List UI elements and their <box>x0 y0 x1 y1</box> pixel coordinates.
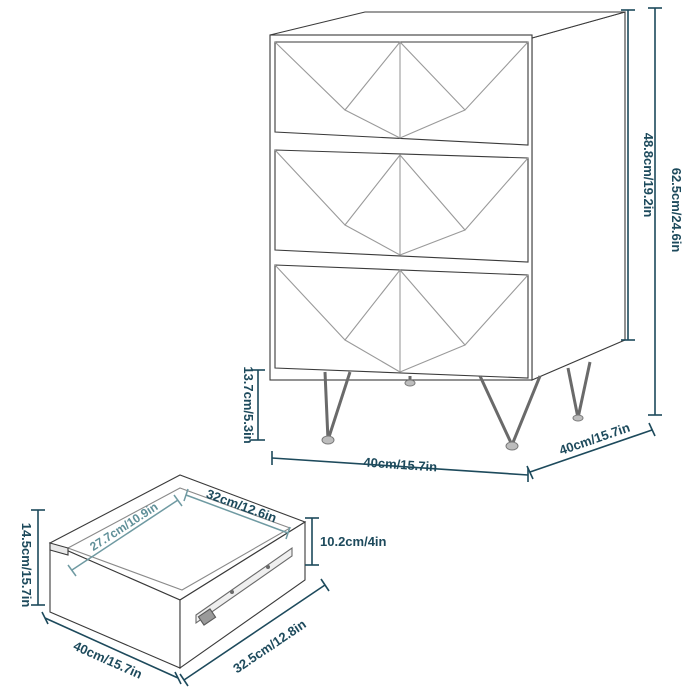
drawer-outer-width-line <box>44 617 179 679</box>
cabinet-width-line <box>271 457 529 476</box>
cabinet <box>269 11 626 451</box>
drawer-front-3 <box>274 264 529 379</box>
drawer-left-panel <box>49 542 69 556</box>
leg-foot-3 <box>572 414 584 422</box>
drawer-slide-rail <box>195 546 293 626</box>
drawer-front-2 <box>274 149 529 263</box>
drawer-side-face <box>179 521 306 670</box>
drawer-outer-depth-label: 32.5cm/12.8in <box>230 616 309 676</box>
cabinet-side-panel <box>531 11 626 381</box>
leg-front-left <box>323 371 352 441</box>
cabinet-depth-line <box>529 429 653 473</box>
leg-back-right <box>566 361 592 419</box>
leg-front-right <box>478 375 542 449</box>
body-height-label: 48.8cm/19.2in <box>641 133 656 218</box>
drawer-inner-dimension-lines <box>67 488 291 577</box>
cabinet-dimension-lines <box>251 7 662 482</box>
leg-foot-1 <box>321 435 335 445</box>
drawer-outer-depth-line <box>183 584 326 681</box>
drawer-dimension-lines <box>31 509 330 687</box>
drawer-inner-height-label: 10.2cm/4in <box>320 534 387 549</box>
cabinet-width-label: 40cm/15.7in <box>363 455 438 475</box>
leg-foot-4 <box>404 379 416 387</box>
drawer-outer-height-label: 14.5cm/15.7in <box>19 523 34 608</box>
cabinet-depth-label: 40cm/15.7in <box>557 420 632 458</box>
leg-foot-2 <box>505 441 519 451</box>
leg-height-label: 13.7cm/5.3in <box>241 366 256 443</box>
drawer-inner-depth-line <box>71 499 179 571</box>
drawer-front-1 <box>274 41 529 146</box>
total-height-label: 62.5cm/24.6in <box>669 168 684 253</box>
drawer-inner-width-line <box>185 494 289 534</box>
